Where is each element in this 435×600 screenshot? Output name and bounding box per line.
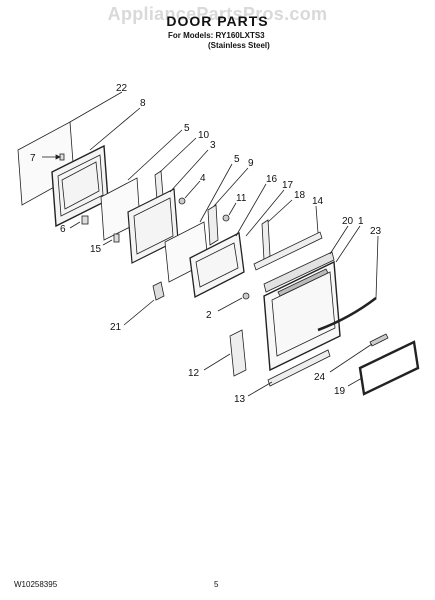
callout-10: 10 xyxy=(198,130,210,141)
part-13-bar xyxy=(247,349,331,397)
callout-7: 7 xyxy=(30,153,36,164)
callout-22: 22 xyxy=(116,83,128,94)
part-10-strip xyxy=(154,137,197,201)
part-23-handle xyxy=(317,235,379,332)
document-id: W10258395 xyxy=(14,580,58,589)
part-door-frame xyxy=(51,107,141,228)
page-number: 5 xyxy=(214,580,219,589)
part-21-bracket xyxy=(123,281,165,326)
callout-3: 3 xyxy=(210,140,216,151)
callout-2: 2 xyxy=(206,310,212,321)
part-11-screw xyxy=(222,202,237,222)
callout-20: 20 xyxy=(342,216,354,227)
callout-6: 6 xyxy=(60,224,66,235)
callout-4: 4 xyxy=(200,173,206,184)
callout-12: 12 xyxy=(188,368,200,379)
part-1-outer-door xyxy=(263,225,361,372)
part-20-bar xyxy=(263,225,349,293)
part-24-clip xyxy=(329,333,389,373)
part-16-glass-frame xyxy=(189,183,267,298)
callout-1: 1 xyxy=(358,216,364,227)
part-9-strip xyxy=(207,167,249,246)
part-15-clip xyxy=(102,233,120,246)
part-19-gasket xyxy=(347,340,420,396)
callout-9: 9 xyxy=(248,158,254,169)
callout-21: 21 xyxy=(110,322,122,333)
models-line: For Models: RY160LXTS3 xyxy=(168,31,265,40)
part-4-screw xyxy=(178,180,201,205)
watermark: AppliancePartsPros.com xyxy=(107,4,328,24)
callout-17: 17 xyxy=(282,180,294,191)
callout-13: 13 xyxy=(234,394,246,405)
callout-15: 15 xyxy=(90,244,102,255)
callout-18: 18 xyxy=(294,190,306,201)
page-title: DOOR PARTS xyxy=(166,13,269,29)
part-14-cap xyxy=(253,205,323,271)
callout-11: 11 xyxy=(236,193,247,204)
callout-5: 5 xyxy=(184,123,190,134)
leader-17 xyxy=(245,189,285,237)
finish-line: (Stainless Steel) xyxy=(208,41,270,50)
part-2-screw xyxy=(217,292,250,312)
callout-24: 24 xyxy=(314,372,326,383)
callout-19: 19 xyxy=(334,386,346,397)
callout-5b: 5 xyxy=(234,154,240,165)
callout-16: 16 xyxy=(266,174,278,185)
callout-14: 14 xyxy=(312,196,324,207)
part-12-panel xyxy=(203,329,247,377)
part-6-bracket xyxy=(69,215,89,229)
part-7-clip xyxy=(42,153,65,161)
callout-8: 8 xyxy=(140,98,146,109)
callout-23: 23 xyxy=(370,226,382,237)
